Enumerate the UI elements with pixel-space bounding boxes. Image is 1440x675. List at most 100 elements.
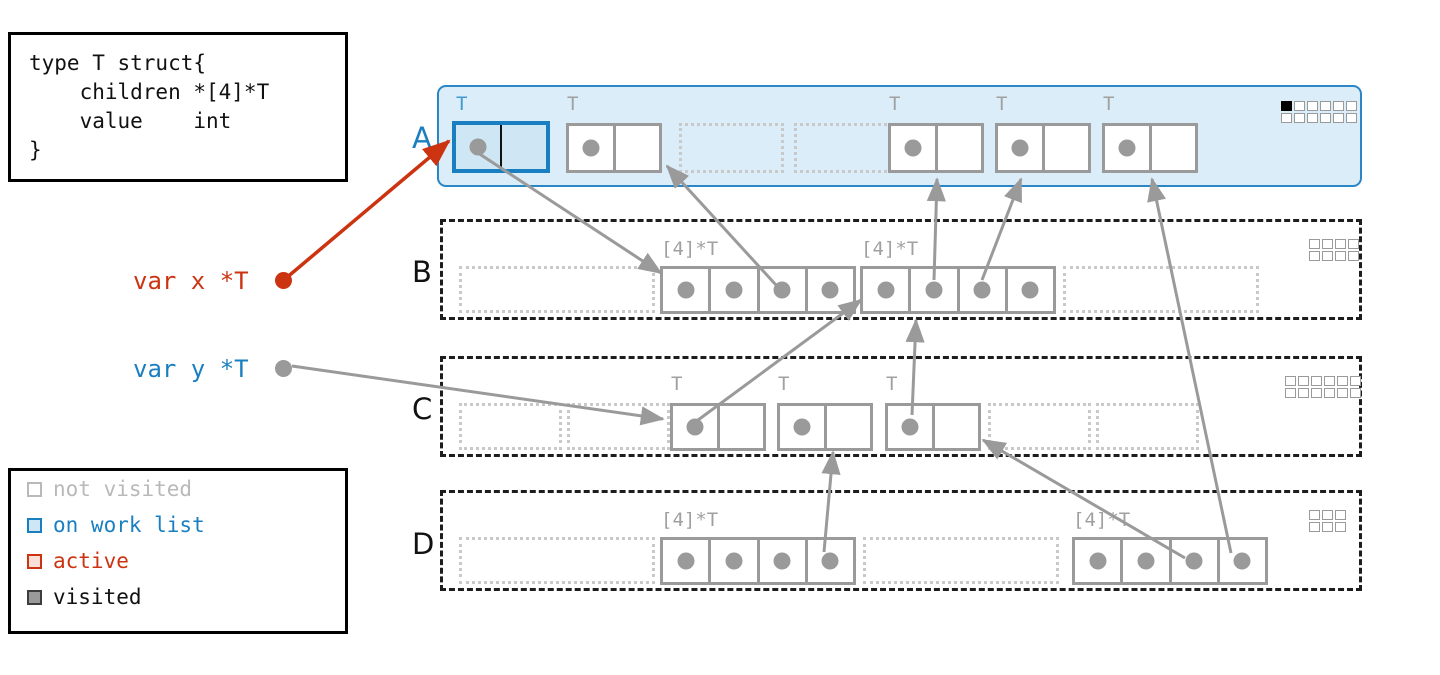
bitmap-cell-clear [1298,376,1309,386]
node-a-2-cell-pointer [891,126,938,170]
array-d-0[interactable] [660,537,856,585]
array-b-1-slot-0 [863,269,908,311]
node-c-2-cell-pointer [888,406,935,448]
array-b-0-slot-0 [663,269,708,311]
memory-span-c: T T T [440,356,1362,457]
bitmap-cell-clear [1348,239,1359,249]
bitmap-cell-clear [1324,376,1335,386]
node-a-1[interactable] [566,123,662,173]
placeholder-d-0 [459,537,655,584]
placeholder-a-1 [794,123,899,173]
type-caption-c-2: T [886,373,898,395]
placeholder-b-1 [1063,266,1259,313]
node-a-3-cell-pointer [998,126,1045,170]
type-caption-a-0: T [456,93,468,115]
array-d-0-slot-3 [804,540,853,582]
type-caption-c-1: T [778,373,790,395]
legend-item-visited: visited [11,579,345,615]
pointer-dot [925,281,943,299]
bitmap-cell-set [1281,101,1292,111]
bitmap-cell-clear [1298,388,1309,398]
pointer-dot [677,281,695,299]
pointer-dot [1137,552,1155,570]
array-d-0-slot-1 [708,540,756,582]
bitmap-row [1281,101,1357,111]
bitmap-cell-clear [1311,376,1322,386]
node-a-1-cell-pointer [569,126,616,170]
node-c-2[interactable] [885,403,981,451]
legend-swatch-visited-icon [27,589,42,605]
array-b-1-slot-1 [908,269,956,311]
legend-item-active: active [11,543,345,579]
array-b-0[interactable] [660,266,856,314]
bitmap-cell-clear [1322,239,1333,249]
placeholder-b-0 [459,266,655,313]
node-c-0-cell-pointer [673,406,720,448]
memory-span-d: [4]*T [4]*T [440,490,1362,591]
array-b-1[interactable] [860,266,1056,314]
legend-box: not visited on work list active visited [8,468,348,634]
node-a-0-cell-pointer [456,125,502,169]
array-d-1[interactable] [1072,537,1268,585]
node-a-3[interactable] [995,123,1091,173]
node-a-4-cell-value [1152,126,1196,170]
node-a-2[interactable] [888,123,984,173]
bitmap-row [1281,113,1357,123]
pointer-dot [1089,552,1107,570]
struct-definition-text: type T struct{ children *[4]*T value int… [29,51,270,162]
bitmap-cell-clear [1333,113,1344,123]
pointer-dot [686,418,704,436]
node-a-0-cell-value [502,125,546,169]
pointer-dot [901,418,919,436]
type-caption-a-4: T [1103,93,1115,115]
array-d-0-slot-2 [756,540,805,582]
node-c-2-cell-value [935,406,979,448]
pointer-dot [1233,552,1251,570]
legend-label-visited: visited [53,584,142,609]
node-a-1-cell-value [616,126,660,170]
bitmap-cell-clear [1322,510,1333,520]
type-caption-b-0: [4]*T [661,238,719,260]
legend-swatch-on-work-list-icon [27,517,42,533]
node-c-0[interactable] [670,403,766,451]
pointer-dot [821,552,839,570]
bitmap-cell-clear [1309,510,1320,520]
pointer-dot [1118,139,1136,157]
pointer-dot [677,552,695,570]
bitmap-cell-clear [1309,522,1320,532]
array-d-1-slot-1 [1120,540,1168,582]
bitmap-cell-clear [1307,113,1318,123]
bitmap-row [1309,510,1346,520]
array-d-0-slot-0 [663,540,708,582]
bitmap-cell-clear [1285,388,1296,398]
bitmap-row [1309,239,1359,249]
bitmap-cell-clear [1309,239,1320,249]
array-b-0-slot-3 [804,269,853,311]
placeholder-c-1 [567,403,670,450]
pointer-dot [725,552,743,570]
bitmap-cell-clear [1337,376,1348,386]
bitmap-cell-clear [1322,251,1333,261]
array-b-1-slot-3 [1004,269,1053,311]
bitmap-indicator-b [1309,239,1359,261]
row-label-a: A [412,121,432,155]
memory-span-a: T T T T T [437,85,1362,187]
node-a-0-selected[interactable] [452,121,550,173]
bitmap-indicator-a [1281,101,1357,123]
pointer-dot [773,281,791,299]
legend-swatch-active-icon [27,553,42,569]
pointer-dot [821,281,839,299]
pointer-dot [877,281,895,299]
array-d-1-slot-2 [1168,540,1217,582]
bitmap-cell-clear [1346,113,1357,123]
node-c-0-cell-value [720,406,764,448]
bitmap-indicator-c [1285,376,1361,398]
bitmap-cell-clear [1350,376,1361,386]
bitmap-cell-clear [1311,388,1322,398]
var-x-label: var x *T [133,267,249,295]
bitmap-cell-clear [1294,101,1305,111]
bitmap-cell-clear [1320,113,1331,123]
node-a-4[interactable] [1102,123,1198,173]
bitmap-cell-clear [1335,251,1346,261]
node-c-1[interactable] [777,403,873,451]
